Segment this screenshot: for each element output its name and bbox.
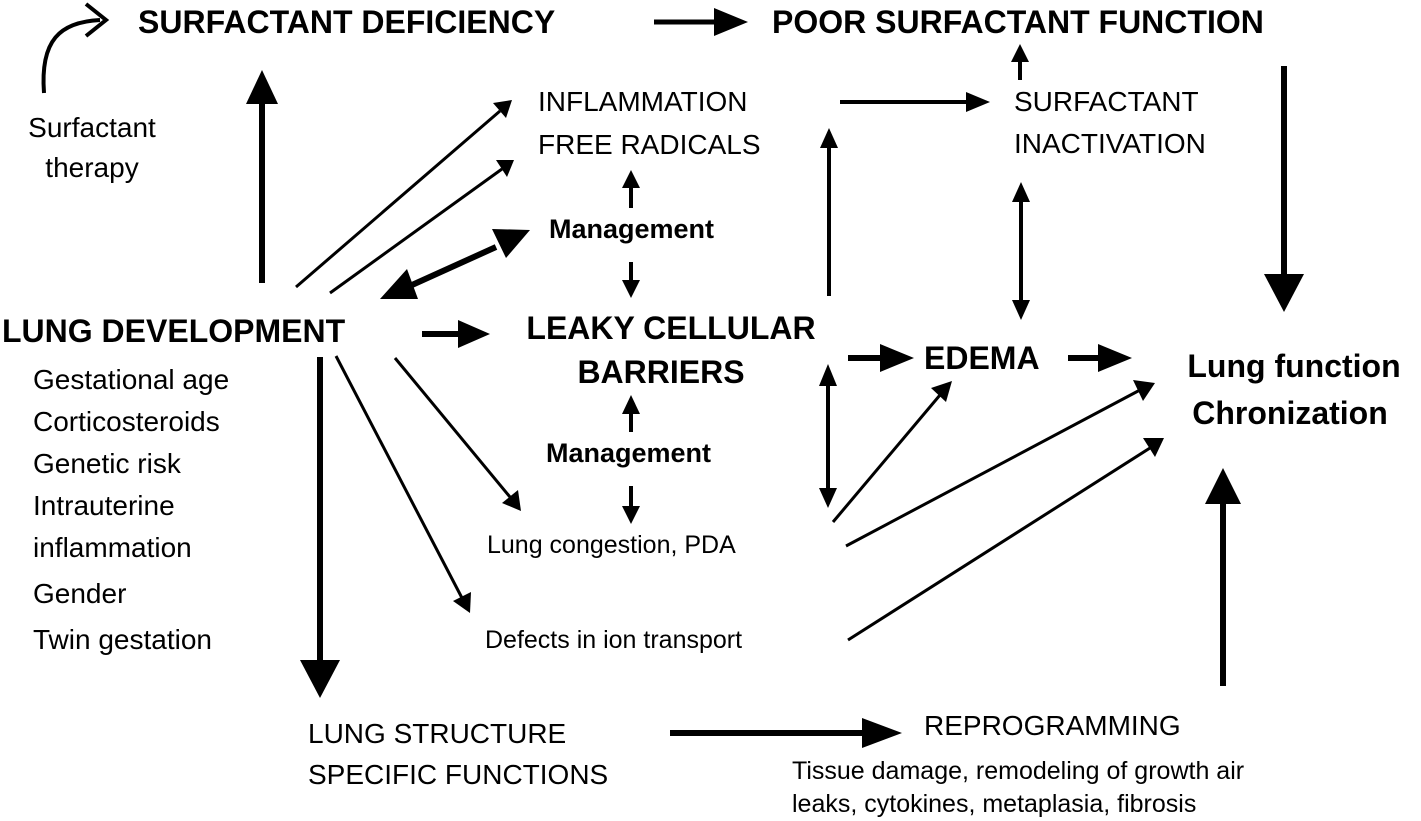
node-management-bottom: Management bbox=[546, 438, 712, 468]
arrow-head bbox=[1143, 438, 1164, 457]
arrow-head bbox=[1011, 44, 1029, 62]
arrow-head bbox=[453, 592, 471, 613]
arrow-head bbox=[622, 280, 640, 298]
risk-factor-item: Twin gestation bbox=[33, 624, 212, 655]
risk-factor-item: Genetic risk bbox=[33, 448, 181, 479]
arrow-head bbox=[622, 170, 640, 188]
arrow-head bbox=[966, 92, 990, 112]
arrow-head bbox=[1205, 468, 1241, 504]
node-surfactant-inactivation-line1: SURFACTANT bbox=[1014, 86, 1199, 117]
node-surfactant-deficiency: SURFACTANT DEFICIENCY bbox=[138, 4, 556, 40]
arrow-head bbox=[819, 364, 837, 386]
risk-factor-item: Corticosteroids bbox=[33, 406, 220, 437]
arrow-development-to-defects bbox=[334, 355, 464, 599]
arrow-head bbox=[502, 490, 521, 511]
node-edema: EDEMA bbox=[924, 340, 1040, 376]
arrow-head bbox=[819, 488, 837, 508]
risk-factor-item: Gestational age bbox=[33, 364, 230, 395]
node-management-top: Management bbox=[549, 214, 715, 244]
arrow-head bbox=[880, 344, 914, 372]
arrow-head bbox=[862, 718, 902, 748]
arrow-development-management bbox=[410, 244, 498, 288]
risk-factor-item: inflammation bbox=[33, 532, 192, 563]
arrow-head bbox=[300, 660, 340, 698]
node-lung-function-line1: Lung function bbox=[1187, 348, 1401, 384]
node-reprogramming-detail-line2: leaks, cytokines, metaplasia, fibrosis bbox=[792, 790, 1197, 818]
arrow-head bbox=[458, 320, 490, 348]
node-lung-structure-line1: LUNG STRUCTURE bbox=[308, 718, 567, 749]
node-surfactant-inactivation-line2: INACTIVATION bbox=[1014, 128, 1206, 159]
risk-factor-item: Intrauterine bbox=[33, 490, 175, 521]
node-surfactant-therapy-line2: therapy bbox=[45, 152, 139, 183]
node-reprogramming-detail-line1: Tissue damage, remodeling of growth air bbox=[792, 757, 1245, 785]
arrow-head bbox=[246, 70, 278, 104]
therapy-curved-arrow-head bbox=[84, 2, 110, 38]
node-reprogramming: REPROGRAMMING bbox=[924, 710, 1181, 741]
arrow-head bbox=[380, 269, 418, 299]
arrow-head bbox=[1133, 380, 1155, 401]
node-lung-congestion: Lung congestion, PDA bbox=[487, 531, 736, 559]
arrow-head bbox=[1098, 344, 1132, 372]
arrow-head bbox=[496, 160, 514, 177]
node-leaky-barriers-line1: LEAKY CELLULAR bbox=[526, 310, 816, 346]
node-defects-ion-transport: Defects in ion transport bbox=[485, 626, 743, 654]
arrow-head bbox=[1012, 300, 1030, 320]
arrow-head bbox=[1264, 274, 1304, 312]
arrow-head bbox=[1012, 182, 1030, 202]
therapy-curved-arrow bbox=[41, 18, 101, 94]
arrow-head bbox=[492, 229, 530, 258]
arrow-development-to-congestion bbox=[393, 357, 512, 498]
arrow-head bbox=[931, 381, 952, 402]
arrow-congestion-to-edema bbox=[831, 394, 942, 523]
arrow-congestion-to-lung-function bbox=[845, 388, 1141, 548]
node-lung-structure-line2: SPECIFIC FUNCTIONS bbox=[308, 759, 609, 790]
node-surfactant-therapy-line1: Surfactant bbox=[28, 112, 156, 143]
node-lung-development: LUNG DEVELOPMENT bbox=[2, 313, 346, 349]
node-poor-surfactant-function: POOR SURFACTANT FUNCTION bbox=[772, 4, 1264, 40]
node-inflammation-line1: INFLAMMATION bbox=[538, 86, 748, 117]
node-inflammation-line2: FREE RADICALS bbox=[538, 129, 761, 160]
arrow-development-to-inflammation-2 bbox=[329, 167, 503, 295]
node-leaky-barriers-line2: BARRIERS bbox=[577, 354, 745, 390]
arrow-defects-to-lung-function bbox=[847, 446, 1151, 642]
arrow-development-to-inflammation-1 bbox=[295, 109, 501, 289]
risk-factor-item: Gender bbox=[33, 578, 127, 609]
node-lung-function-line2: Chronization bbox=[1192, 395, 1388, 431]
arrow-head bbox=[622, 395, 640, 414]
arrow-head bbox=[493, 100, 512, 118]
arrow-head bbox=[820, 128, 838, 148]
arrow-head bbox=[714, 8, 748, 36]
arrow-head bbox=[622, 506, 640, 524]
